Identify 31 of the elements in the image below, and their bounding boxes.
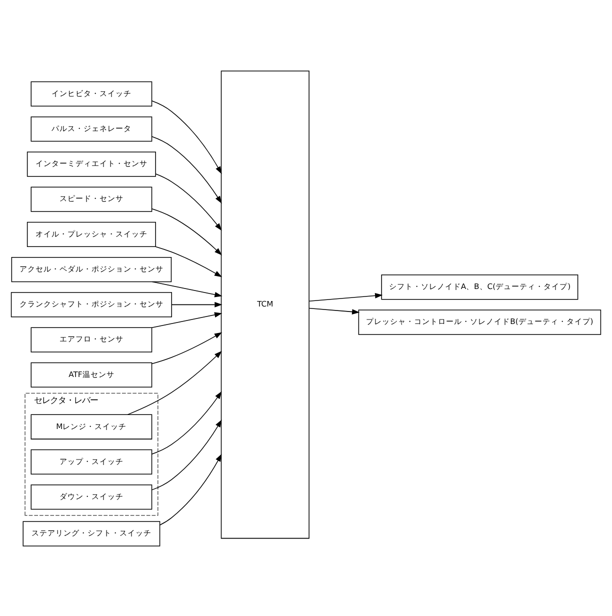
arrow — [171, 302, 222, 307]
arrow — [308, 292, 383, 301]
node-box: インヒビタ・スイッチ — [30, 80, 152, 106]
node-box: シフト・ソレノイドA、B、C(デューティ・タイプ) — [381, 274, 578, 300]
node-box: TCM — [220, 70, 310, 538]
arrow — [151, 390, 222, 454]
arrow — [152, 100, 222, 174]
arrow — [152, 312, 222, 328]
node-box: ステアリング・シフト・スイッチ — [22, 520, 160, 546]
arrow — [160, 453, 222, 525]
node-box: Mレンジ・スイッチ — [30, 414, 152, 439]
node-box: オイル・プレッシャ・スイッチ — [26, 221, 156, 247]
arrow — [155, 246, 222, 277]
arrow — [151, 208, 222, 255]
arrow — [155, 172, 222, 230]
arrow — [308, 307, 360, 314]
arrow — [152, 332, 222, 364]
node-box: アクセル・ペダル・ポジション・センサ — [11, 256, 172, 282]
node-box: パルス・ジェネレータ — [30, 116, 152, 142]
node-box: ダウン・スイッチ — [30, 484, 152, 510]
node-box: プレッシャ・コントロール・ソレノイドB(デューティ・タイプ) — [358, 309, 602, 334]
node-box: インターミディエイト・センサ — [26, 151, 156, 176]
node-box: ATF温センサ — [30, 362, 152, 388]
arrow — [151, 419, 222, 490]
node-box: エアフロ・センサ — [30, 326, 152, 352]
node-box: アップ・スイッチ — [30, 448, 152, 474]
arrow — [127, 350, 222, 414]
arrow — [151, 136, 222, 204]
node-box: スピード・センサ — [30, 186, 152, 212]
node-box: クランクシャフト・ポジション・センサ — [10, 292, 172, 317]
arrow — [152, 280, 222, 297]
